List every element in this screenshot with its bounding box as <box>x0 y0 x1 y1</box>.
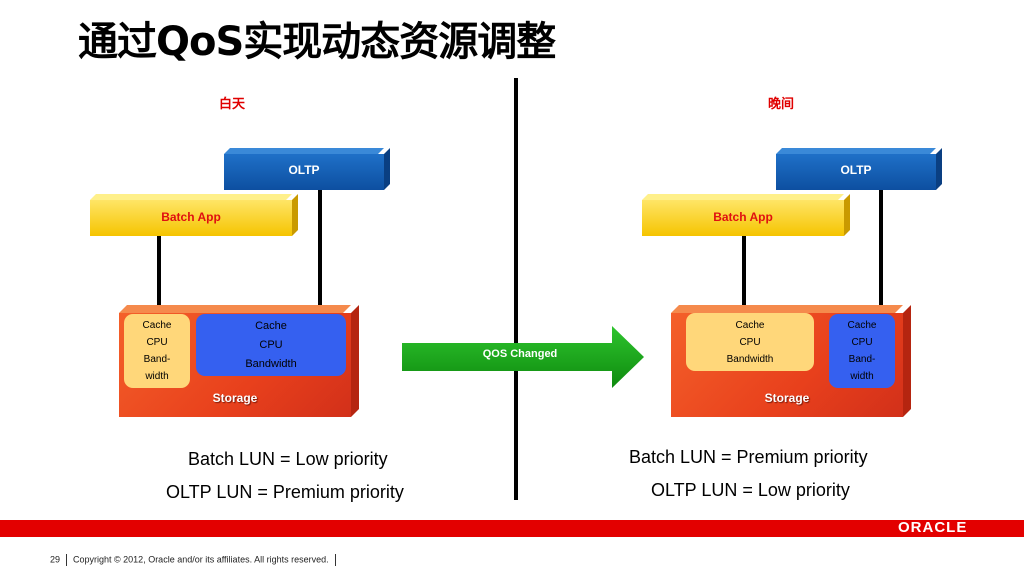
page-number: 29 <box>50 554 61 565</box>
slide-title: 通过QoS实现动态资源调整 <box>78 19 556 65</box>
right-storage-label: Storage <box>764 391 810 405</box>
pill-line: Cache <box>847 320 877 331</box>
qos-changed-arrow <box>402 326 644 388</box>
copyright-text: Copyright © 2012, Oracle and/or its affi… <box>73 554 329 565</box>
arrow-label: QOS Changed <box>482 348 558 360</box>
left-batch-connector <box>157 236 161 318</box>
left-small-resource-pill: Cache CPU Band- width <box>124 314 190 388</box>
right-large-resource-pill: Cache CPU Bandwidth <box>686 313 814 371</box>
left-caption-oltp: OLTP LUN = Premium priority <box>166 482 404 502</box>
right-oltp-label: OLTP <box>840 163 872 177</box>
right-oltp-connector <box>879 190 883 318</box>
pill-line: Band- <box>848 354 876 365</box>
left-oltp-box: OLTP <box>224 148 390 190</box>
left-oltp-connector <box>318 190 322 318</box>
footer-separator <box>66 554 68 566</box>
right-caption-batch: Batch LUN = Premium priority <box>629 447 868 467</box>
footer-red-bar <box>0 520 1024 537</box>
right-batch-box: Batch App <box>642 194 850 236</box>
right-batch-label: Batch App <box>713 210 773 224</box>
right-batch-connector <box>742 236 746 318</box>
left-batch-box: Batch App <box>90 194 298 236</box>
oracle-logo: ORACLE <box>898 519 968 536</box>
right-caption-oltp: OLTP LUN = Low priority <box>651 480 850 500</box>
pill-line: Cache <box>255 319 287 332</box>
pill-line: CPU <box>146 337 168 348</box>
left-batch-label: Batch App <box>161 210 221 224</box>
right-period-label: 晚间 <box>768 97 795 112</box>
center-divider <box>514 78 518 500</box>
left-caption-batch: Batch LUN = Low priority <box>188 449 388 469</box>
left-oltp-label: OLTP <box>288 163 320 177</box>
footer-copyright-row: 29 Copyright © 2012, Oracle and/or its af… <box>50 554 342 566</box>
pill-line: width <box>850 371 874 382</box>
pill-line: Cache <box>142 320 172 331</box>
left-period-label: 白天 <box>219 97 246 112</box>
left-large-resource-pill: Cache CPU Bandwidth <box>196 314 346 376</box>
left-storage-label: Storage <box>212 391 258 405</box>
right-oltp-box: OLTP <box>776 148 942 190</box>
pill-line: CPU <box>739 336 761 348</box>
footer-separator <box>334 554 336 566</box>
pill-line: width <box>145 371 169 382</box>
pill-line: CPU <box>851 337 873 348</box>
pill-line: CPU <box>259 338 283 351</box>
right-small-resource-pill: Cache CPU Band- width <box>829 314 895 388</box>
pill-line: Band- <box>143 354 171 365</box>
pill-line: Cache <box>735 319 765 331</box>
pill-line: Bandwidth <box>245 357 297 370</box>
pill-line: Bandwidth <box>726 353 774 365</box>
